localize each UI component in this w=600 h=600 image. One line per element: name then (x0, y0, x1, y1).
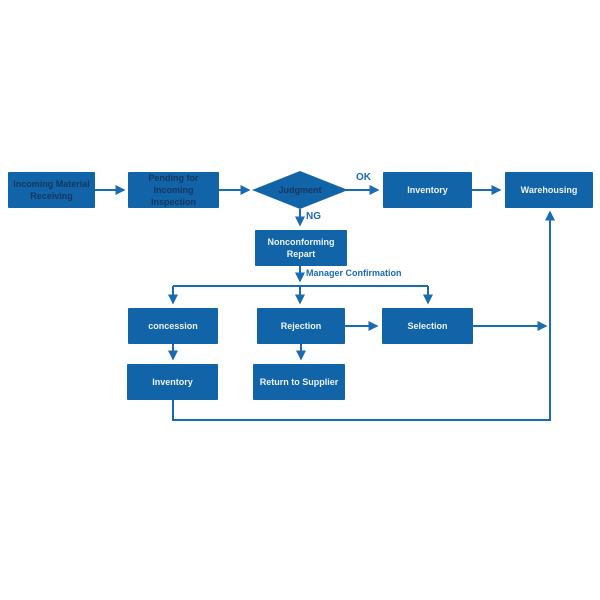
edge-label-ng: NG (306, 211, 321, 222)
edge-label-ok: OK (356, 172, 371, 183)
node-warehousing: Warehousing (505, 172, 593, 208)
node-concession: concession (128, 308, 218, 344)
edge-label-manager-confirmation: Manager Confirmation (306, 268, 402, 278)
node-inventory-bottom: Inventory (127, 364, 218, 400)
node-inventory-top: Inventory (383, 172, 472, 208)
edge-inventory-rail-to-warehousing (172, 210, 555, 421)
node-incoming-material-receiving: Incoming Material Receiving (8, 172, 95, 208)
node-return-to-supplier: Return to Supplier (253, 364, 345, 400)
node-selection: Selection (382, 308, 473, 344)
node-pending-for-incoming-inspection: Pending for Incoming Inspection (128, 172, 219, 208)
node-nonconforming-report: Nonconforming Repart (255, 230, 347, 266)
node-rejection: Rejection (257, 308, 345, 344)
